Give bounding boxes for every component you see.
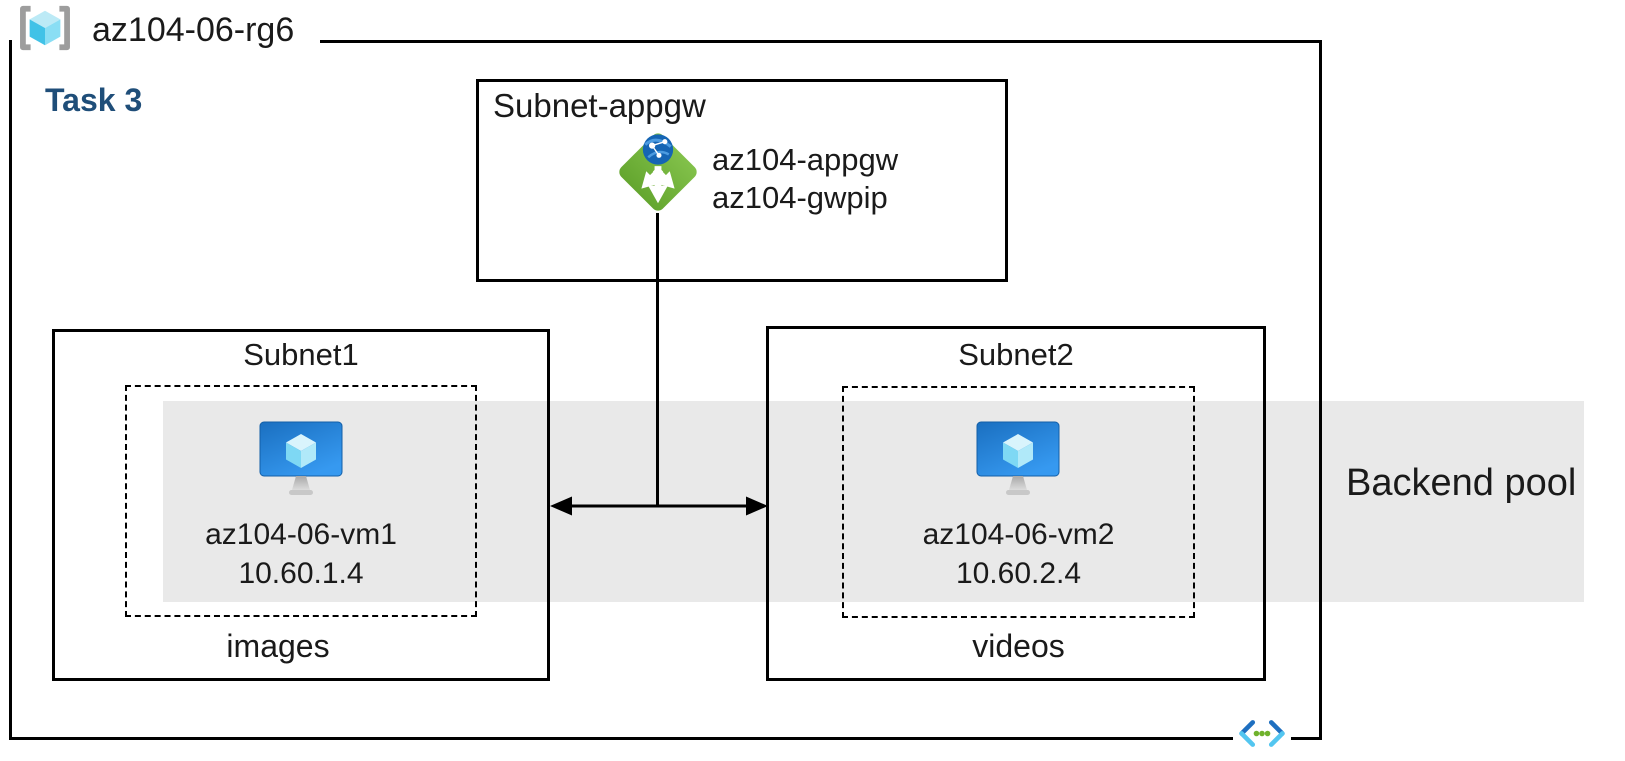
backend-pool-label: Backend pool <box>1346 462 1577 504</box>
subnet1-container-label: images <box>226 628 330 664</box>
virtual-network-icon <box>1233 719 1291 748</box>
vm1-labels: az104-06-vm1 10.60.1.4 <box>125 515 477 593</box>
vm2-name: az104-06-vm2 <box>922 518 1115 551</box>
backend-pool-band <box>163 401 1584 602</box>
subnet1-subnet2-arrow <box>546 492 772 525</box>
subnet2-container-label: videos <box>972 628 1065 664</box>
virtual-machine-icon <box>976 421 1060 502</box>
vm2-labels: az104-06-vm2 10.60.2.4 <box>842 515 1195 593</box>
gateway-public-ip-name: az104-gwpip <box>712 180 888 215</box>
virtual-machine-icon <box>259 421 343 502</box>
subnet-appgw-box <box>476 79 1008 282</box>
resource-group-header: az104-06-rg6 <box>12 2 321 58</box>
resource-group-label: az104-06-rg6 <box>92 10 295 49</box>
application-gateway-labels: az104-appgw az104-gwpip <box>712 141 898 217</box>
vm1-name: az104-06-vm1 <box>205 518 397 551</box>
subnet1-title: Subnet1 <box>243 337 359 372</box>
vm2-ip: 10.60.2.4 <box>955 557 1082 590</box>
subnet-appgw-title: Subnet-appgw <box>493 87 706 124</box>
subnet1-backend-dashed-box <box>125 385 477 617</box>
subnet2-box <box>766 326 1266 681</box>
subnet1-box <box>52 329 550 681</box>
application-gateway-name: az104-appgw <box>712 142 899 177</box>
gateway-to-subnets-connector <box>656 213 659 506</box>
resource-group-icon <box>16 4 74 57</box>
application-gateway-icon <box>613 127 703 222</box>
vm1-ip: 10.60.1.4 <box>238 557 364 590</box>
subnet2-title: Subnet2 <box>958 337 1074 372</box>
resource-group-box <box>9 40 1322 740</box>
task-label: Task 3 <box>45 82 143 118</box>
subnet2-backend-dashed-box <box>842 386 1195 618</box>
